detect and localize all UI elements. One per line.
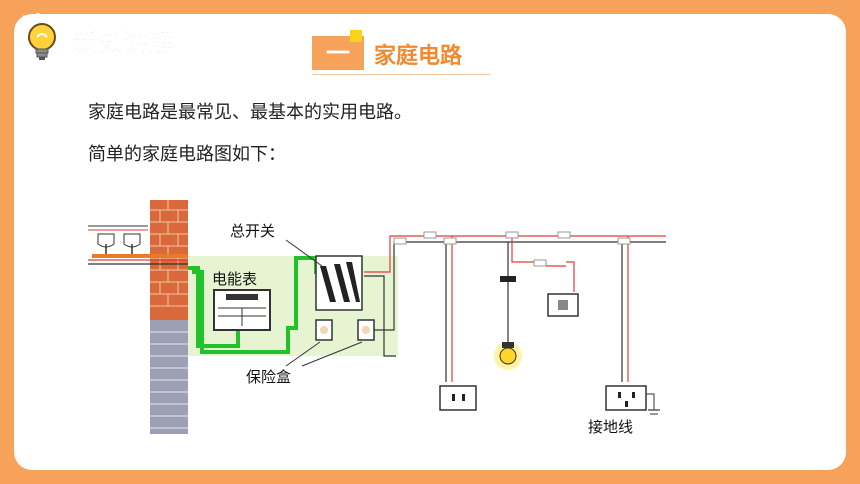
diagram-intro-line: 简单的家庭电路图如下：: [88, 144, 286, 165]
electric-meter: [213, 289, 271, 331]
main-switch-label: 总开关: [230, 222, 275, 240]
section-underline: [312, 74, 490, 75]
meter-label: 电能表: [212, 270, 257, 288]
section-heading: 一 家庭电路: [312, 30, 492, 76]
accent-square: [350, 30, 362, 42]
junction-blocks: [393, 231, 631, 267]
ground-wire-label: 接地线: [588, 418, 633, 436]
wall-switch: [547, 293, 579, 317]
section-number: 一: [326, 39, 350, 67]
brand-label: 新知讲解: [74, 26, 174, 55]
service-entrance: [88, 225, 188, 265]
main-switch: [315, 255, 363, 311]
lightbulb-icon: [18, 13, 58, 60]
household-circuit-diagram: 电能表 总开关 保险盒: [88, 200, 666, 436]
outlet-right: [605, 385, 660, 415]
ceiling-lamp: [494, 276, 522, 370]
brick-wall: [150, 200, 188, 434]
fuse-boxes: [315, 319, 375, 341]
section-title: 家庭电路: [374, 44, 463, 69]
service-wires: [188, 256, 318, 354]
intro-line: 家庭电路是最常见、最基本的实用电路。: [88, 102, 412, 123]
fuse-box-label: 保险盒: [246, 368, 291, 386]
outlet-left: [439, 385, 477, 411]
section-number-box: 一: [312, 36, 364, 70]
brand-header: 新知讲解: [18, 13, 174, 62]
